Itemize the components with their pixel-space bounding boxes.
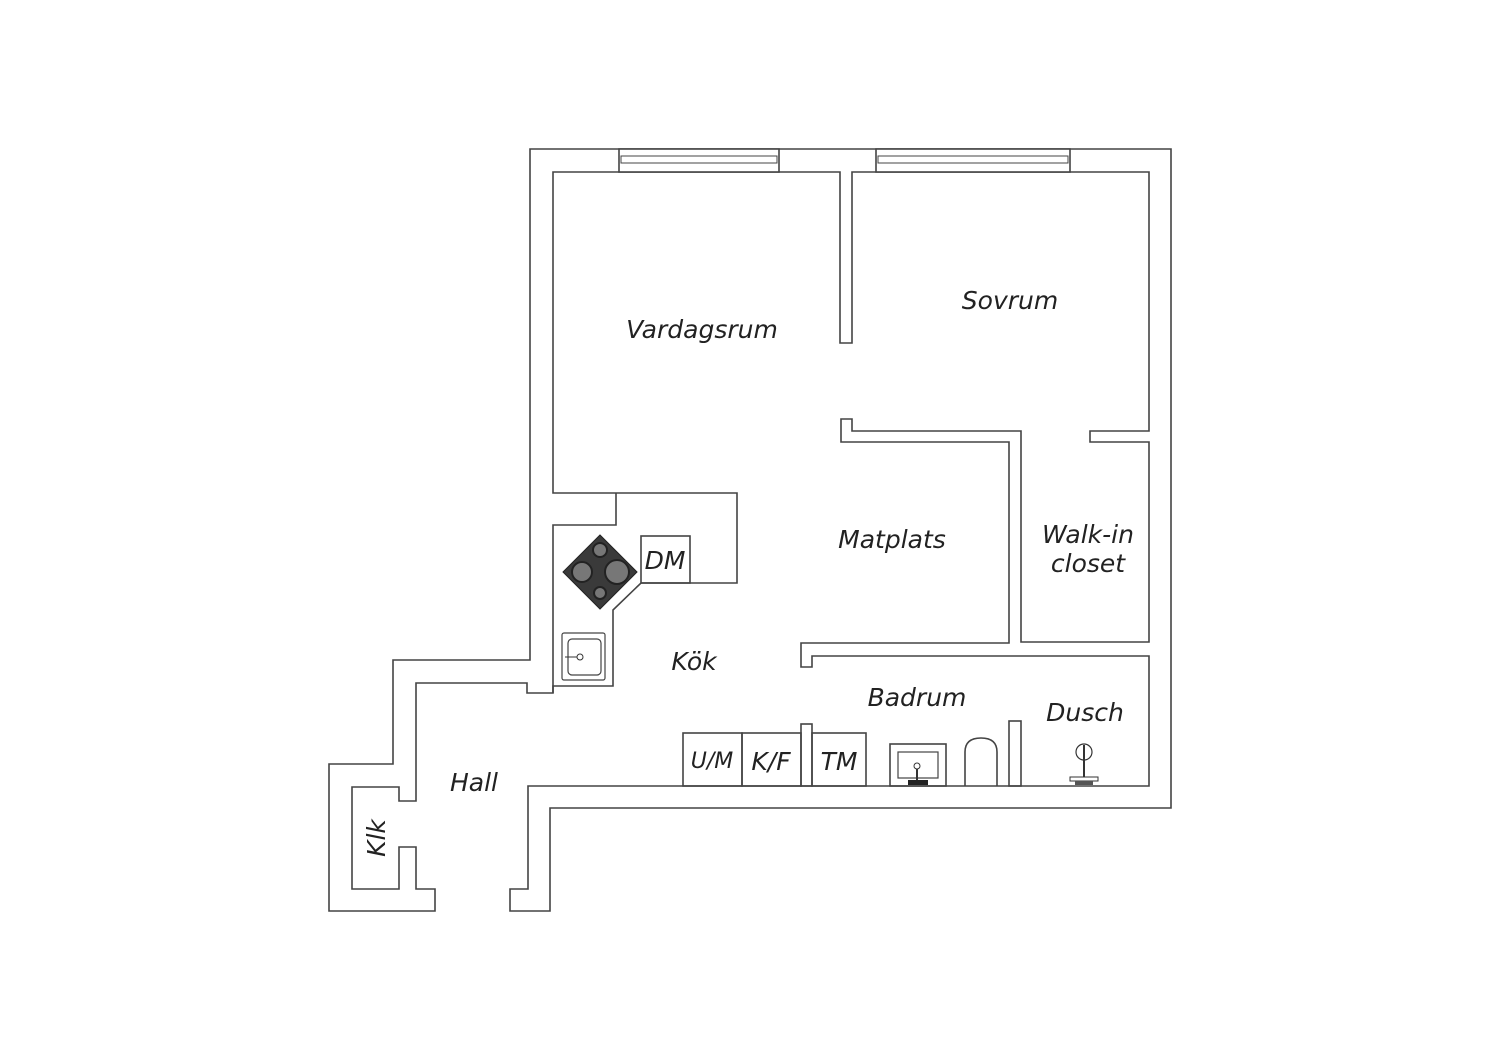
label-washer: U/M [691, 749, 734, 774]
room-label-bathroom: Badrum [868, 683, 967, 712]
label-fridge: K/F [751, 747, 791, 776]
partition-wall [800, 723, 813, 787]
fridge-box [741, 732, 802, 787]
room-label-bedroom: Sovrum [962, 286, 1058, 315]
dishwasher-box [640, 535, 691, 584]
kitchen-counter [552, 493, 617, 693]
label-dryer: TM [821, 747, 858, 776]
room-label-hall: Hall [450, 768, 498, 797]
kitchen-sink-icon [561, 632, 606, 681]
label-dishwasher: DM [645, 546, 686, 575]
shower-icon [1069, 743, 1099, 785]
room-label-kitchen: Kök [671, 647, 718, 676]
stove-icon [562, 534, 638, 610]
room-label-living: Vardagsrum [626, 315, 778, 344]
room-label-shower: Dusch [1046, 698, 1124, 727]
room-label-closet-2: closet [1051, 549, 1126, 578]
room-label-dining: Matplats [838, 525, 946, 554]
room-label-wardrobe: Klk [362, 818, 391, 857]
room-label-closet-1: Walk-in [1042, 520, 1134, 549]
dryer-box [811, 732, 867, 787]
toilet-icon [964, 737, 998, 786]
bathroom-sink-icon [889, 743, 947, 787]
shower-wall [1008, 720, 1022, 787]
window-bedroom [875, 148, 1071, 173]
outer-wall [328, 148, 1172, 912]
window-living [618, 148, 780, 173]
